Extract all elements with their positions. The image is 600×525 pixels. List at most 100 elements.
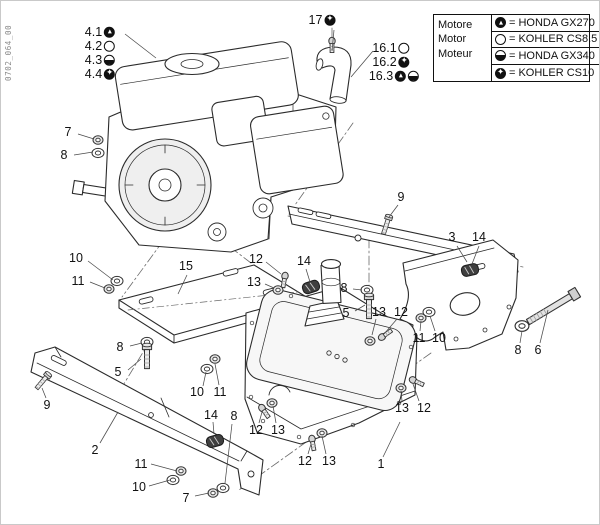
callout-5: 5 <box>115 366 122 379</box>
callout-label: 1 <box>377 456 385 471</box>
callout-16-3: 16.3 <box>368 68 420 83</box>
callout-12: 12 <box>417 402 431 415</box>
callout-label: 15 <box>179 258 193 273</box>
callout-8: 8 <box>341 282 348 295</box>
leader-line <box>264 283 275 289</box>
callout-label: 2 <box>91 442 99 457</box>
callout-7: 7 <box>183 492 190 505</box>
callout-label: 8 <box>230 408 238 423</box>
leader-line <box>124 33 157 59</box>
legend-equals: = <box>509 33 516 46</box>
leader-line <box>224 423 233 484</box>
leader-line <box>258 411 263 424</box>
part-16-elbow-pipe <box>315 46 352 104</box>
legend-header-line: Motor <box>438 33 467 46</box>
legend-entries: =HONDA GX270=KOHLER CS8.5=HONDA GX340=KO… <box>492 15 599 81</box>
leader-line <box>177 274 188 295</box>
callout-label: 13 <box>247 274 261 289</box>
callout-4-2: 4.2 <box>85 40 116 53</box>
callout-9: 9 <box>44 399 51 412</box>
callout-label: 8 <box>116 339 124 354</box>
leader-line <box>519 330 523 344</box>
callout-label: 14 <box>472 229 486 244</box>
leader-line <box>89 281 106 289</box>
legend-entry: =HONDA GX270 <box>492 15 599 32</box>
callout-label: 4.1 <box>84 24 103 39</box>
leader-line <box>265 261 282 275</box>
legend-equals: = <box>509 49 516 62</box>
callout-label: 11 <box>134 456 148 471</box>
leader-line <box>212 421 215 435</box>
callout-label: 8 <box>514 342 522 357</box>
callout-3: 3 <box>449 231 456 244</box>
leader-line <box>194 492 210 497</box>
honda-gx340-icon <box>408 70 420 82</box>
leader-line <box>307 443 312 455</box>
callout-2: 2 <box>92 444 99 457</box>
callout-12: 12 <box>394 306 408 319</box>
leader-line <box>73 151 94 156</box>
leader-line <box>539 309 549 344</box>
callout-14: 14 <box>472 231 486 244</box>
callout-label: 12 <box>417 400 431 415</box>
callout-8: 8 <box>61 149 68 162</box>
leader-line <box>456 245 468 263</box>
callout-label: 10 <box>132 479 146 494</box>
kohler-cs10-icon <box>324 14 336 26</box>
leader-line <box>354 304 366 312</box>
legend-header: Motore Motor Moteur <box>434 15 492 82</box>
callout-label: 14 <box>297 253 311 268</box>
leader-line <box>388 204 399 218</box>
legend-engine-name: KOHLER CS10 <box>518 67 595 80</box>
callout-label: 13 <box>271 422 285 437</box>
callout-label: 16.2 <box>372 54 397 69</box>
legend-entry: =KOHLER CS8.5 <box>492 32 599 49</box>
legend-engine-name: KOHLER CS8.5 <box>518 33 598 46</box>
callout-label: 7 <box>182 490 190 505</box>
legend-equals: = <box>509 67 516 80</box>
callout-label: 5 <box>114 364 122 379</box>
callout-label: 12 <box>249 422 263 437</box>
kohler-cs85-icon <box>398 42 410 54</box>
callout-label: 11 <box>213 384 227 399</box>
callout-label: 16.3 <box>368 68 394 83</box>
callout-15: 15 <box>179 260 193 273</box>
callout-4-4: 4.4 <box>85 68 116 81</box>
callout-5: 5 <box>343 307 350 320</box>
leader-line <box>150 463 178 472</box>
leader-line <box>400 390 403 402</box>
callout-8: 8 <box>515 344 522 357</box>
leader-line <box>371 318 377 336</box>
callout-4-3: 4.3 <box>85 54 116 67</box>
leader-line <box>87 260 114 281</box>
honda-gx340-icon <box>104 54 116 66</box>
callout-13: 13 <box>372 306 386 319</box>
callout-label: 8 <box>60 147 68 162</box>
callout-4-1: 4.1 <box>84 24 116 39</box>
honda-gx340-icon <box>495 50 506 62</box>
callout-label: 11 <box>412 330 426 345</box>
callout-label: 17 <box>308 12 323 27</box>
callout-6: 6 <box>535 344 542 357</box>
leader-line <box>321 435 327 455</box>
callout-label: 12 <box>298 453 312 468</box>
leader-line <box>429 315 436 332</box>
engine <box>71 41 344 253</box>
leader-line <box>382 421 401 458</box>
callout-label: 10 <box>190 384 204 399</box>
leader-line <box>419 320 422 332</box>
honda-gx270-icon <box>495 17 506 29</box>
legend-header-line: Moteur <box>438 47 473 60</box>
leader-line <box>331 29 335 52</box>
legend-entry: =KOHLER CS10 <box>492 65 599 82</box>
callout-13: 13 <box>271 424 285 437</box>
leader-line <box>148 479 171 487</box>
callout-13: 13 <box>247 276 261 289</box>
legend-engine-name: HONDA GX270 <box>518 16 595 29</box>
kohler-cs10-icon <box>495 67 506 79</box>
leader-line <box>412 383 420 402</box>
kohler-cs85-icon <box>495 33 506 45</box>
callout-8: 8 <box>231 410 238 423</box>
